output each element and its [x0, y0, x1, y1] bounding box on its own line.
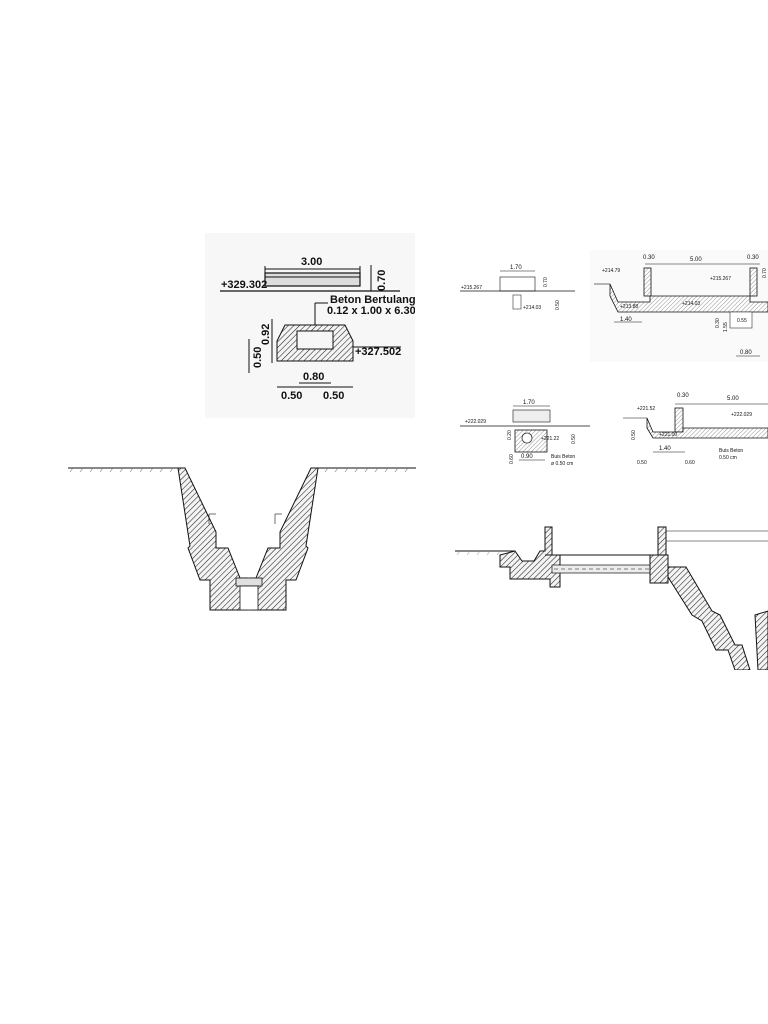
- elev-215267: +215.267: [461, 285, 482, 291]
- material-dims: 0.12 x 1.00 x 6.30: [327, 305, 415, 317]
- dim-090: 0.90: [521, 454, 533, 460]
- elev-22152: +221.52: [637, 406, 655, 412]
- dim-140-e: 1.40: [659, 446, 671, 452]
- pipe-label-e: Buis Beton: [719, 448, 743, 454]
- elev-22122: +221.22: [541, 436, 559, 442]
- elev-21403-c: +214.03: [682, 301, 700, 307]
- dim-050: 0.50: [555, 300, 561, 310]
- dim-020: 0.20: [507, 430, 513, 440]
- bridge-section-upper: 0.30 5.00 0.30 +214.79 +215.267 0.70 +21…: [590, 250, 768, 362]
- bridge-embankment-section: [450, 515, 768, 670]
- pipe-diameter-e: 0.50 cm: [719, 455, 737, 461]
- dim-050-bottom-2: 0.50: [323, 390, 344, 402]
- elev-21388: +213.88: [620, 304, 638, 310]
- dim-070-c: 0.70: [762, 268, 768, 278]
- dim-050-bottom-1: 0.50: [281, 390, 302, 402]
- pipe-label: Buis Beton: [551, 454, 575, 460]
- dim-080-c: 0.80: [740, 350, 752, 356]
- dim-030-left: 0.30: [643, 255, 655, 261]
- culvert-box-section: 3.00 0.70 +329.302 Beton Bertulang 0.12 …: [205, 233, 415, 418]
- dim-050-v: 0.50: [631, 430, 637, 440]
- dim-092: 0.92: [260, 324, 272, 345]
- elev-222029-e: +222.029: [731, 412, 752, 418]
- elev-top: +329.302: [221, 279, 267, 291]
- elev-21403: +214.03: [523, 305, 541, 311]
- pipe-diameter: ø 0.50 cm: [551, 461, 573, 467]
- dim-170-d: 1.70: [523, 400, 535, 406]
- dim-030-v: 0.30: [715, 318, 721, 328]
- dim-050-d: 0.50: [571, 434, 577, 444]
- dim-030-right: 0.30: [747, 255, 759, 261]
- dim-060: 0.60: [509, 454, 515, 464]
- material-title: Beton Bertulang: [330, 294, 415, 306]
- dim-width-top: 3.00: [301, 256, 322, 268]
- dim-050-left: 0.50: [252, 347, 264, 368]
- dim-055: 0.55: [737, 318, 747, 324]
- dim-500: 5.00: [690, 257, 702, 263]
- elev-bottom: +327.502: [355, 346, 401, 358]
- dim-050-h: 0.50: [637, 460, 647, 466]
- dim-080: 0.80: [303, 371, 324, 383]
- elev-222029: +222.029: [465, 419, 486, 425]
- bridge-section-pipe: 0.30 5.00 +221.52 +222.029 +221.00 0.50 …: [615, 388, 768, 470]
- dim-060-e: 0.60: [685, 460, 695, 466]
- elev-21479: +214.79: [602, 268, 620, 274]
- dim-170: 1.70: [510, 265, 522, 271]
- pipe-culvert-section: 1.70 +222.029 0.20 +221.22 0.50 0.60 0.9…: [455, 392, 595, 482]
- v-channel-section: [68, 462, 418, 627]
- small-culvert-section: 1.70 +215.267 0.70 0.50 +214.03: [455, 255, 580, 335]
- dim-030-e: 0.30: [677, 393, 689, 399]
- dim-140: 1.40: [620, 317, 632, 323]
- elev-22100: +221.00: [659, 432, 677, 438]
- dim-500-e: 5.00: [727, 396, 739, 402]
- dim-height-right: 0.70: [376, 270, 388, 291]
- dim-070: 0.70: [543, 277, 549, 287]
- dim-155: 1.55: [723, 322, 729, 332]
- elev-215267-c: +215.267: [710, 276, 731, 282]
